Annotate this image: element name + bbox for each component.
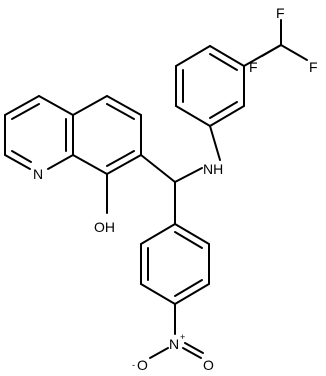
cf3-group: [243, 19, 308, 67]
nitro-group: [149, 303, 204, 359]
nitro-nitrogen-label: N: [169, 336, 179, 352]
nitrophenyl-ring: [140, 223, 210, 305]
ch-to-nh-bond: [174, 167, 203, 183]
hydroxyl-label: OH: [94, 219, 115, 235]
nitro-nitrogen-charge: +: [180, 332, 185, 342]
fluorine-left-label: F: [249, 59, 258, 75]
trifluoromethylphenyl-ring: [175, 45, 245, 127]
nitro-oxygen-left-charge: -: [132, 360, 135, 370]
nitro-oxygen-left-label: O: [137, 357, 148, 373]
fluorine-right-label: F: [309, 59, 318, 75]
amine-label: NH: [203, 161, 223, 177]
quinoline-nitrogen-label: N: [33, 166, 43, 182]
nitro-oxygen-right-label: O: [203, 357, 214, 373]
nh-to-ring-bond: [209, 125, 221, 161]
ring-to-ch-bond: [140, 154, 176, 183]
fluorine-top-label: F: [276, 5, 285, 21]
pyridine-ring: [4, 95, 74, 170]
benzo-ring: [72, 95, 142, 175]
